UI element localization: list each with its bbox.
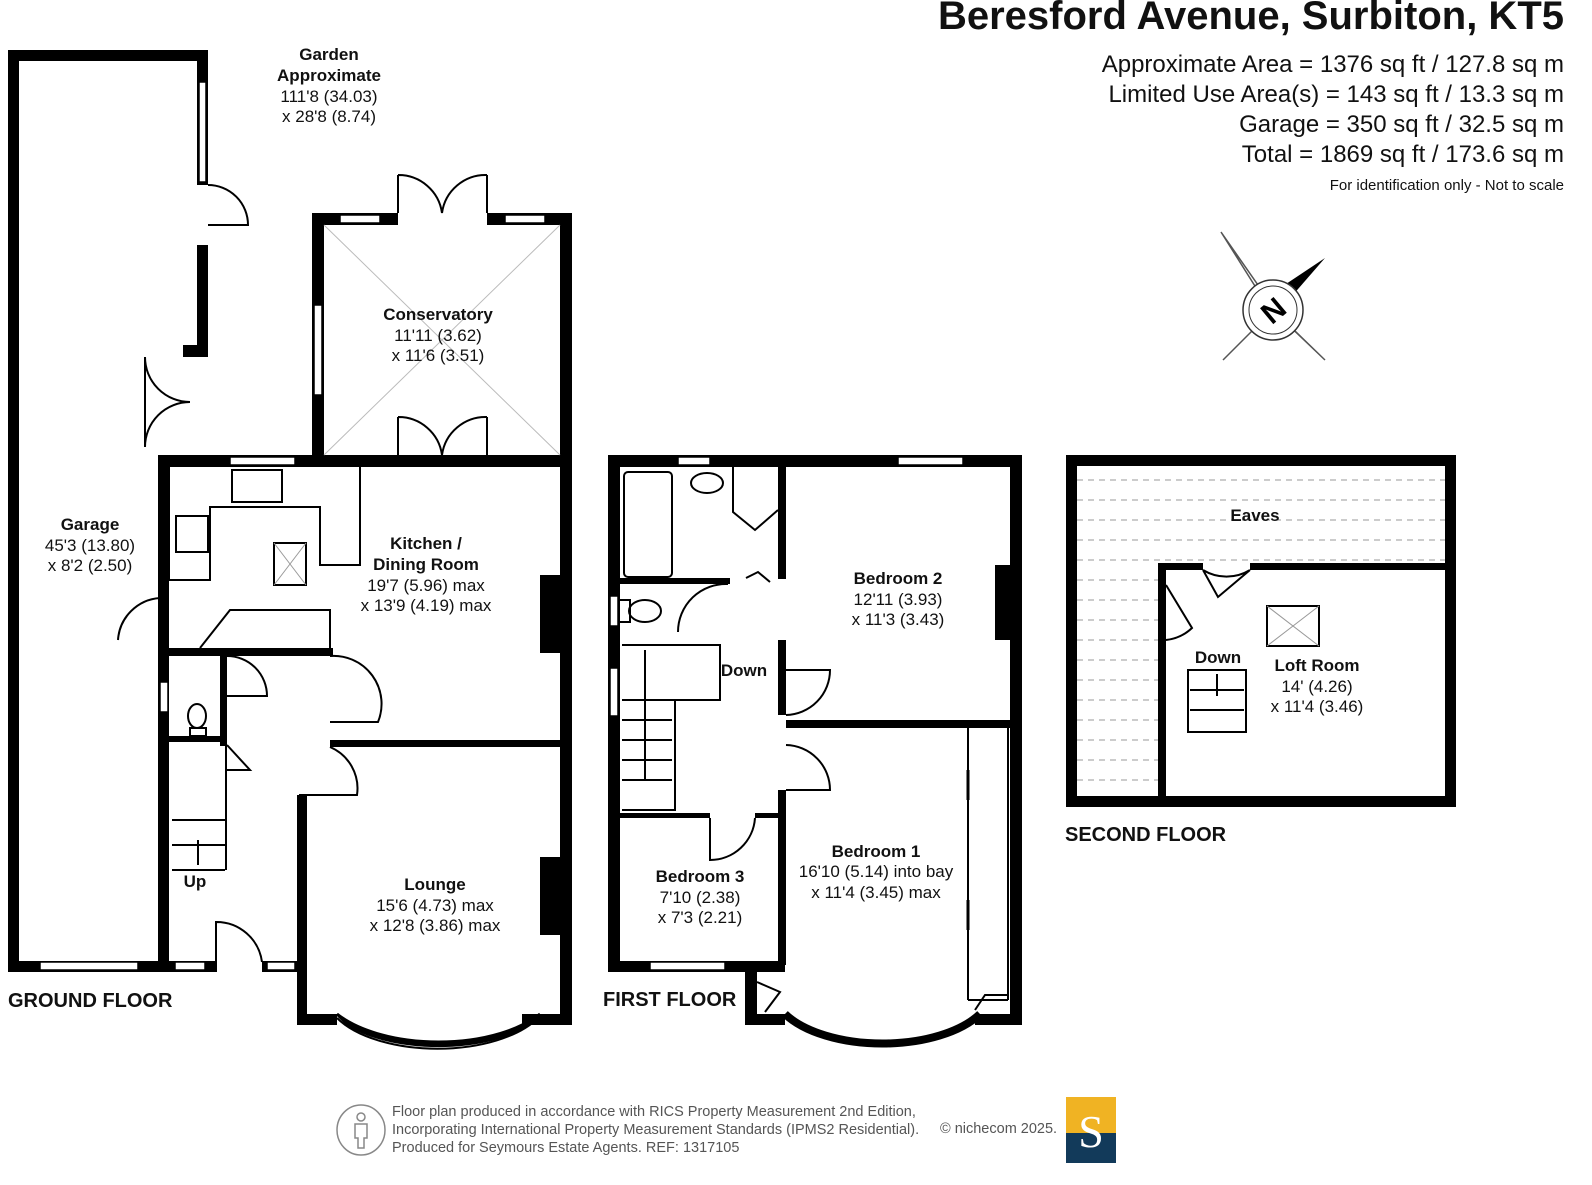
svg-text:Approximate: Approximate xyxy=(277,66,381,85)
second-floor-label: SECOND FLOOR xyxy=(1065,824,1227,846)
svg-text:Garden: Garden xyxy=(299,45,359,64)
compass-icon: N xyxy=(1220,231,1326,361)
svg-text:19'7 (5.96) max: 19'7 (5.96) max xyxy=(367,576,485,595)
room-label-garage: Garage 45'3 (13.80) x 8'2 (2.50) xyxy=(45,515,135,575)
ground-floor-fixtures xyxy=(117,173,561,972)
svg-text:15'6 (4.73) max: 15'6 (4.73) max xyxy=(376,896,494,915)
footer-line-3: Produced for Seymours Estate Agents. REF… xyxy=(392,1140,740,1156)
svg-text:12'11 (3.93): 12'11 (3.93) xyxy=(854,590,943,609)
svg-text:x 7'3 (2.21): x 7'3 (2.21) xyxy=(658,908,743,927)
svg-text:11'11 (3.62): 11'11 (3.62) xyxy=(394,326,482,345)
svg-text:x 11'4 (3.45) max: x 11'4 (3.45) max xyxy=(811,883,941,902)
stairs-down-label-second: Down xyxy=(1195,648,1241,667)
first-floor-label: FIRST FLOOR xyxy=(603,989,737,1011)
svg-text:Dining Room: Dining Room xyxy=(373,555,479,574)
svg-text:16'10 (5.14) into bay: 16'10 (5.14) into bay xyxy=(799,862,954,881)
first-floor-fixtures xyxy=(620,467,1009,1013)
room-label-conservatory: Conservatory 11'11 (3.62) x 11'6 (3.51) xyxy=(383,305,493,365)
room-label-garden: Garden Approximate 111'8 (34.03) x 28'8 … xyxy=(277,45,381,126)
svg-text:111'8 (34.03): 111'8 (34.03) xyxy=(280,87,377,106)
total-area: Total = 1869 sq ft / 173.6 sq m xyxy=(1241,141,1564,168)
room-label-loft: Loft Room 14' (4.26) x 11'4 (3.46) xyxy=(1271,656,1364,716)
svg-text:Kitchen /: Kitchen / xyxy=(390,534,462,553)
area-summary: Approximate Area = 1376 sq ft / 127.8 sq… xyxy=(1102,50,1564,170)
svg-text:Bedroom 1: Bedroom 1 xyxy=(832,842,921,861)
svg-text:x 11'6 (3.51): x 11'6 (3.51) xyxy=(392,346,485,365)
eaves-hatching xyxy=(1077,479,1445,781)
stairs-down-label-first: Down xyxy=(721,661,767,680)
seymours-logo: S xyxy=(1066,1097,1116,1163)
person-icon xyxy=(336,1104,386,1156)
svg-text:x 11'4 (3.46): x 11'4 (3.46) xyxy=(1271,697,1364,716)
svg-text:Conservatory: Conservatory xyxy=(383,305,493,324)
svg-text:Garage: Garage xyxy=(61,515,120,534)
svg-text:45'3 (13.80): 45'3 (13.80) xyxy=(45,536,135,555)
garage-area: Garage = 350 sq ft / 32.5 sq m xyxy=(1239,111,1564,138)
svg-text:Loft Room: Loft Room xyxy=(1275,656,1360,675)
room-label-bedroom-1: Bedroom 1 16'10 (5.14) into bay x 11'4 (… xyxy=(799,842,954,902)
scale-note: For identification only - Not to scale xyxy=(1329,177,1564,194)
svg-text:x 28'8 (8.74): x 28'8 (8.74) xyxy=(282,107,376,126)
room-label-lounge: Lounge 15'6 (4.73) max x 12'8 (3.86) max xyxy=(370,875,501,935)
copyright: © nichecom 2025. xyxy=(940,1121,1058,1137)
room-label-bedroom-3: Bedroom 3 7'10 (2.38) x 7'3 (2.21) xyxy=(656,867,745,927)
svg-text:x 8'2 (2.50): x 8'2 (2.50) xyxy=(48,556,133,575)
approximate-area: Approximate Area = 1376 sq ft / 127.8 sq… xyxy=(1101,51,1564,78)
svg-text:x 13'9 (4.19) max: x 13'9 (4.19) max xyxy=(361,596,492,615)
first-floor-walls xyxy=(608,455,1022,1048)
svg-text:x 11'3 (3.43): x 11'3 (3.43) xyxy=(852,610,945,629)
second-floor-fixtures xyxy=(1165,569,1320,733)
svg-text:x 12'8 (3.86) max: x 12'8 (3.86) max xyxy=(370,916,501,935)
logo-letter: S xyxy=(1078,1106,1104,1157)
svg-text:Bedroom 2: Bedroom 2 xyxy=(854,569,943,588)
svg-text:Lounge: Lounge xyxy=(404,875,465,894)
stairs-up-label: Up xyxy=(184,872,207,891)
limited-use-area: Limited Use Area(s) = 143 sq ft / 13.3 s… xyxy=(1108,81,1564,108)
ground-floor-label: GROUND FLOOR xyxy=(8,990,173,1012)
room-label-bedroom-2: Bedroom 2 12'11 (3.93) x 11'3 (3.43) xyxy=(852,569,945,629)
svg-text:Bedroom 3: Bedroom 3 xyxy=(656,867,745,886)
room-label-eaves: Eaves xyxy=(1230,506,1279,525)
footer-text: Floor plan produced in accordance with R… xyxy=(392,1103,919,1157)
footer-line-1: Floor plan produced in accordance with R… xyxy=(392,1104,916,1120)
property-title: Beresford Avenue, Surbiton, KT5 xyxy=(937,0,1564,38)
svg-text:7'10 (2.38): 7'10 (2.38) xyxy=(660,888,741,907)
room-label-kitchen: Kitchen / Dining Room 19'7 (5.96) max x … xyxy=(361,534,492,615)
footer-line-2: Incorporating International Property Mea… xyxy=(392,1122,920,1138)
second-floor-walls xyxy=(1066,455,1456,807)
ground-floor-walls xyxy=(8,50,572,1050)
svg-text:14' (4.26): 14' (4.26) xyxy=(1281,677,1352,696)
